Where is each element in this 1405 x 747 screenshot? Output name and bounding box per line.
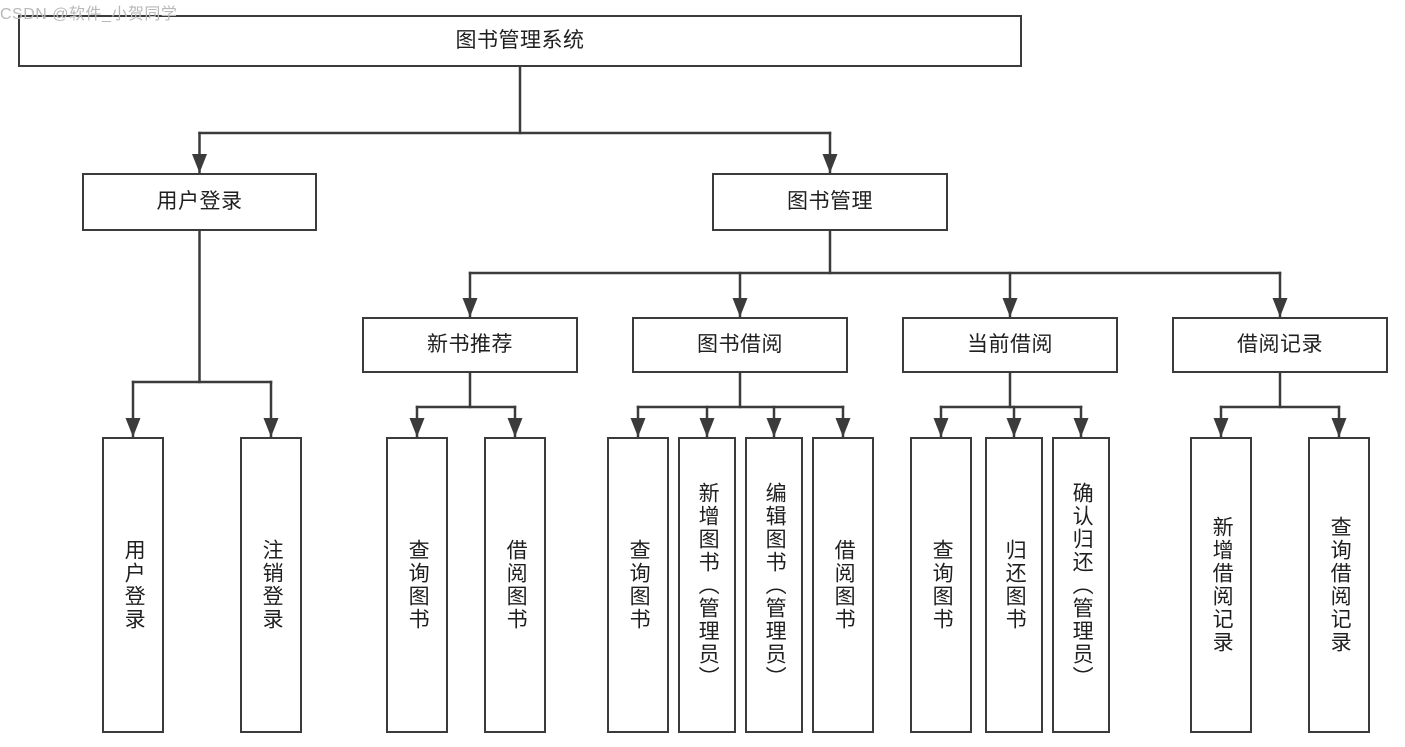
- node-leaf-query-book-1[interactable]: 查询图书: [386, 437, 448, 733]
- node-leaf-user-login[interactable]: 用户登录: [102, 437, 164, 733]
- arrowhead-icon: [732, 298, 748, 317]
- node-current-borrow[interactable]: 当前借阅: [902, 317, 1118, 373]
- node-leaf-add-record[interactable]: 新增借阅记录: [1190, 437, 1252, 733]
- node-user-login[interactable]: 用户登录: [82, 173, 317, 231]
- arrowhead-icon: [1331, 418, 1347, 437]
- node-leaf-borrow-book-2[interactable]: 借阅图书: [812, 437, 874, 733]
- arrowhead-icon: [409, 418, 425, 437]
- node-leaf-confirm-return[interactable]: 确认归还（管理员）: [1052, 437, 1110, 733]
- arrowhead-icon: [263, 418, 279, 437]
- node-borrow-record[interactable]: 借阅记录: [1172, 317, 1388, 373]
- arrowhead-icon: [822, 154, 838, 173]
- node-label: 查询借阅记录: [1328, 516, 1352, 654]
- node-leaf-user-logout[interactable]: 注销登录: [240, 437, 302, 733]
- node-book-borrow[interactable]: 图书借阅: [632, 317, 848, 373]
- node-label: 注销登录: [260, 539, 284, 631]
- node-leaf-add-book[interactable]: 新增图书（管理员）: [678, 437, 736, 733]
- node-label: 用户登录: [156, 190, 243, 214]
- node-book-manage[interactable]: 图书管理: [712, 173, 948, 231]
- node-root[interactable]: 图书管理系统: [18, 15, 1022, 67]
- arrowhead-icon: [1006, 418, 1022, 437]
- node-label: 用户登录: [122, 539, 146, 631]
- node-label: 借阅图书: [504, 539, 528, 631]
- arrowhead-icon: [835, 418, 851, 437]
- node-label: 当前借阅: [967, 333, 1053, 357]
- node-leaf-return-book[interactable]: 归还图书: [985, 437, 1043, 733]
- node-label: 归还图书: [1003, 539, 1027, 631]
- arrowhead-icon: [462, 298, 478, 317]
- node-new-book-rec[interactable]: 新书推荐: [362, 317, 578, 373]
- node-label: 图书管理系统: [455, 29, 585, 53]
- arrowhead-icon: [1073, 418, 1089, 437]
- arrowhead-icon: [192, 154, 207, 173]
- arrowhead-icon: [933, 418, 949, 437]
- node-label: 新增借阅记录: [1210, 516, 1234, 654]
- node-label: 图书管理: [787, 190, 873, 214]
- node-label: 确认归还（管理员）: [1070, 481, 1094, 689]
- node-label: 新书推荐: [427, 333, 513, 357]
- node-leaf-query-book-3[interactable]: 查询图书: [910, 437, 972, 733]
- node-label: 借阅记录: [1237, 333, 1323, 357]
- arrowhead-icon: [699, 418, 715, 437]
- node-leaf-edit-book[interactable]: 编辑图书（管理员）: [745, 437, 803, 733]
- connector-lines: [125, 65, 1347, 439]
- arrowhead-icon: [1002, 298, 1018, 317]
- arrowhead-icon: [1272, 298, 1288, 317]
- arrowhead-icon: [507, 418, 523, 437]
- node-label: 借阅图书: [832, 539, 856, 631]
- node-label: 查询图书: [930, 539, 954, 631]
- node-label: 编辑图书（管理员）: [763, 481, 787, 689]
- node-leaf-query-record[interactable]: 查询借阅记录: [1308, 437, 1370, 733]
- node-leaf-query-book-2[interactable]: 查询图书: [607, 437, 669, 733]
- node-label: 查询图书: [627, 539, 651, 631]
- node-label: 查询图书: [406, 539, 430, 631]
- arrowhead-icon: [630, 418, 646, 437]
- node-label: 新增图书（管理员）: [696, 481, 720, 689]
- arrowhead-icon: [1213, 418, 1229, 437]
- arrowhead-icon: [125, 418, 141, 437]
- node-label: 图书借阅: [697, 333, 783, 357]
- node-leaf-borrow-book-1[interactable]: 借阅图书: [484, 437, 546, 733]
- arrowhead-icon: [766, 418, 782, 437]
